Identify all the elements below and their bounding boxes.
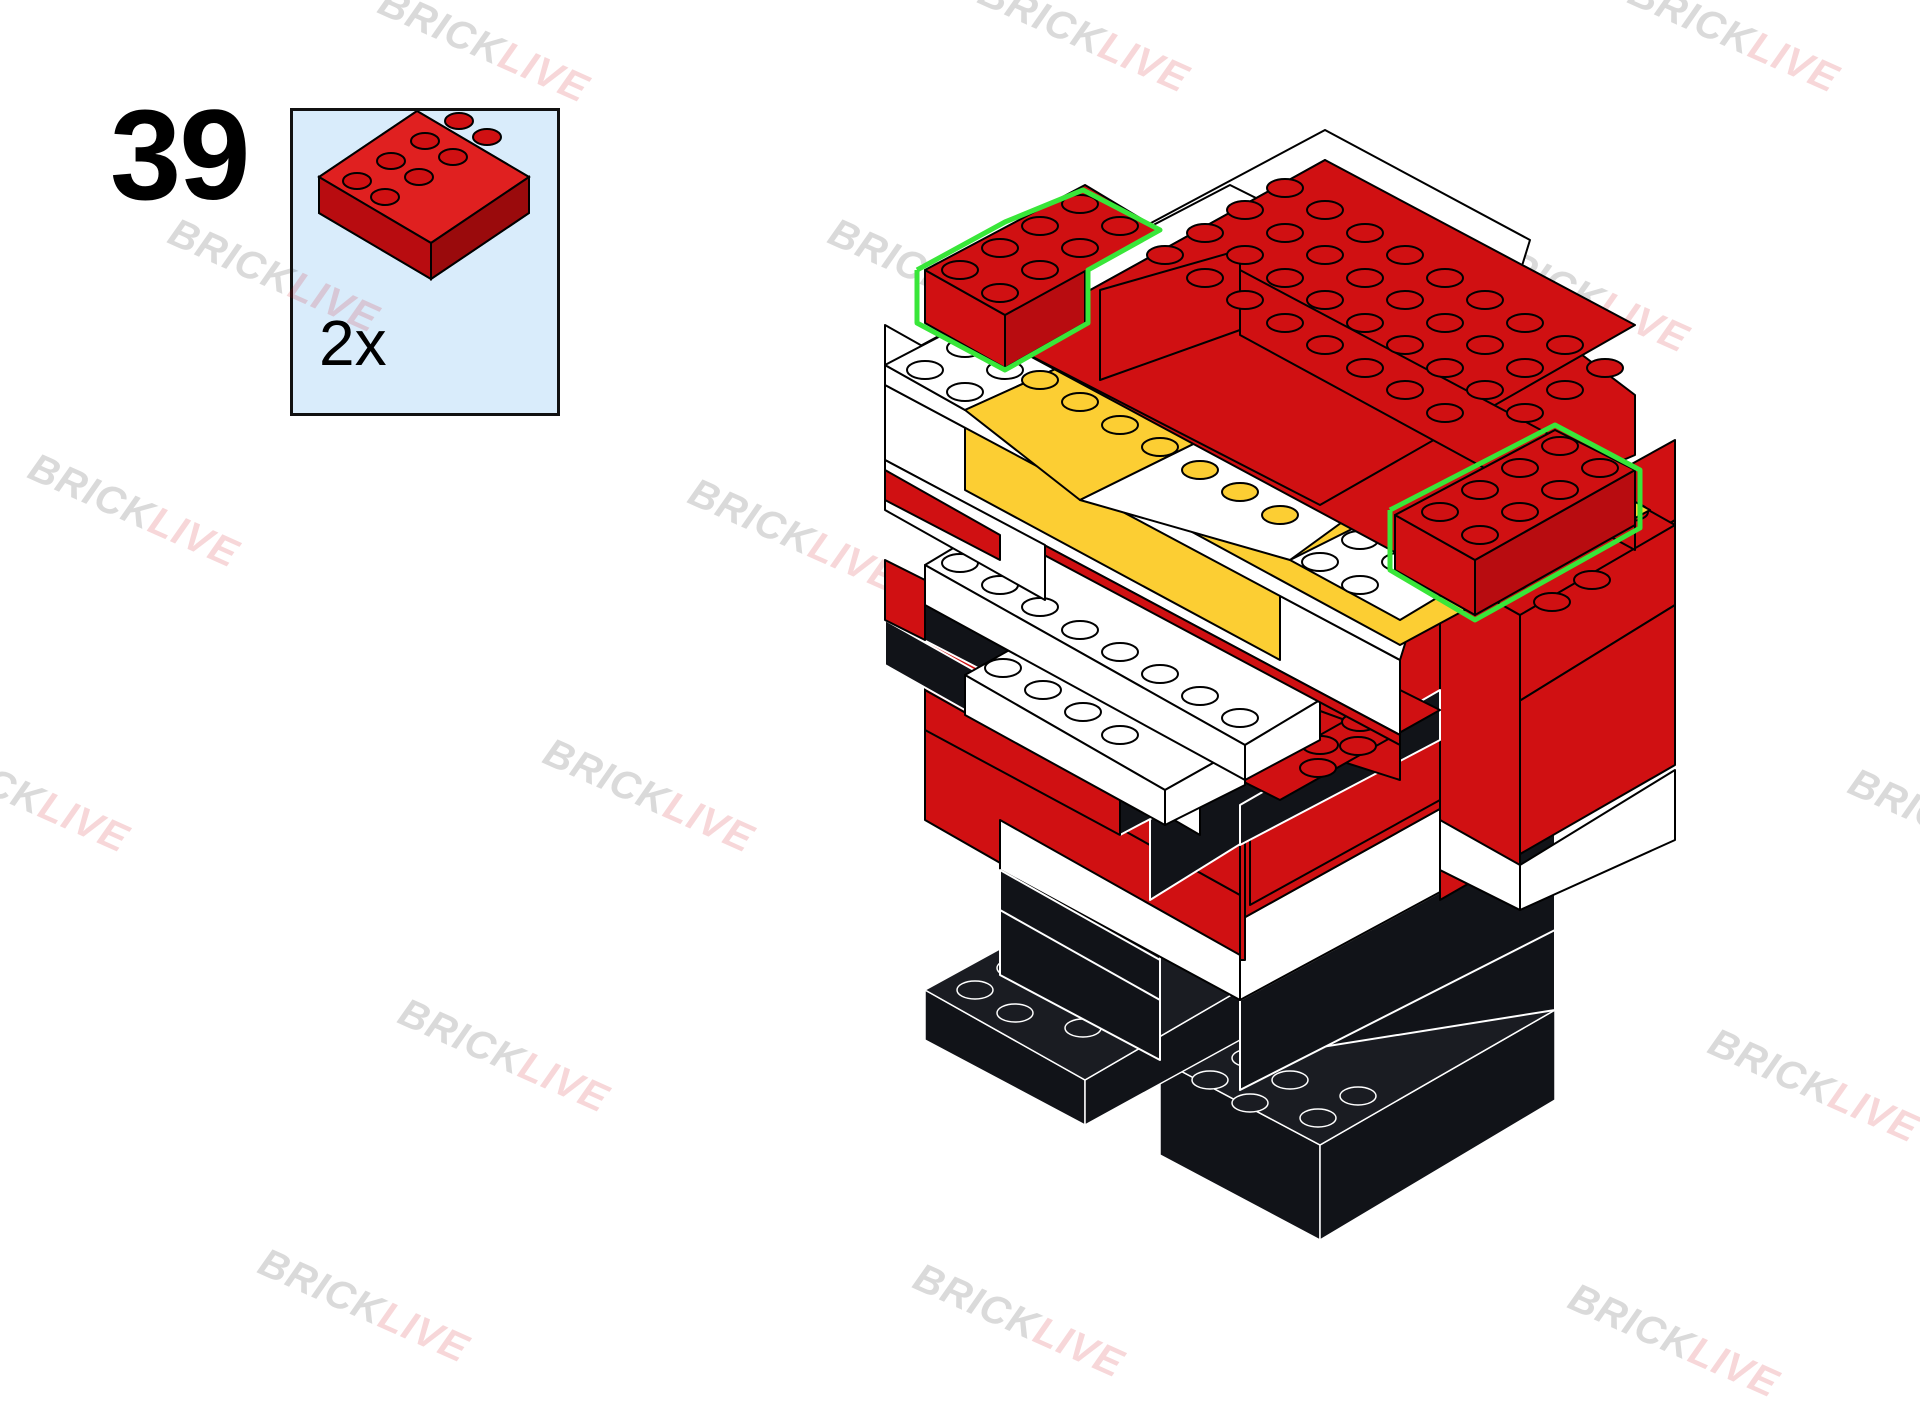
new-brick-left [914, 184, 1163, 373]
hat [999, 159, 1636, 556]
parts-quantity: 2x [319, 307, 387, 379]
new-brick-right [1387, 422, 1643, 623]
parts-callout: 2x [290, 108, 560, 416]
step-number: 39 [110, 84, 250, 227]
santa-model-illustration [884, 129, 1676, 1241]
beard [924, 519, 1321, 826]
red-brick-2x4-icon [317, 111, 531, 281]
